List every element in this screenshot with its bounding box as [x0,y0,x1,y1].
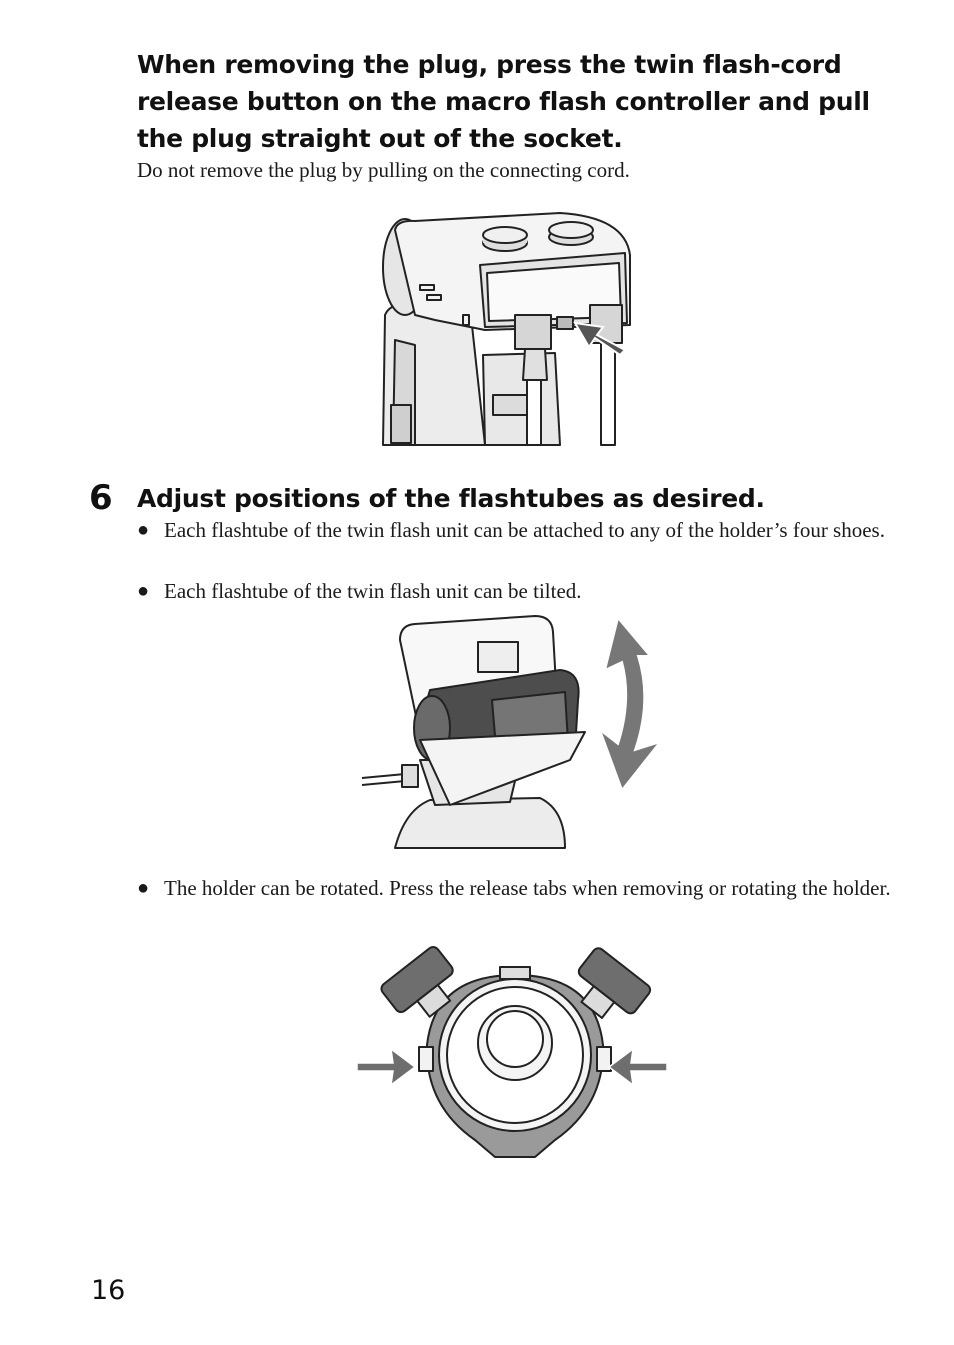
holder-rotation-illustration [356,946,668,1158]
bullet-text: The holder can be rotated. Press the rel… [164,876,891,900]
flashtube-tilt-illustration [361,615,663,849]
controller-plug-illustration [382,212,631,446]
caution-note: Do not remove the plug by pulling on the… [137,158,630,182]
step-number: 6 [89,478,113,518]
bullet-text: Each flashtube of the twin flash unit ca… [164,518,885,542]
bullet-item: ● Each flashtube of the twin flash unit … [137,515,897,546]
bullet-text: Each flashtube of the twin flash unit ca… [164,579,582,603]
instruction-heading: When removing the plug, press the twin f… [137,50,870,153]
step-heading: Adjust positions of the flashtubes as de… [137,484,765,513]
bullet-item: ● Each flashtube of the twin flash unit … [137,576,897,607]
bullet-item: ● The holder can be rotated. Press the r… [137,873,897,904]
bullet-icon: ● [137,877,150,899]
bullet-icon: ● [137,580,150,602]
bullet-icon: ● [137,519,150,541]
page-number: 16 [91,1275,126,1306]
